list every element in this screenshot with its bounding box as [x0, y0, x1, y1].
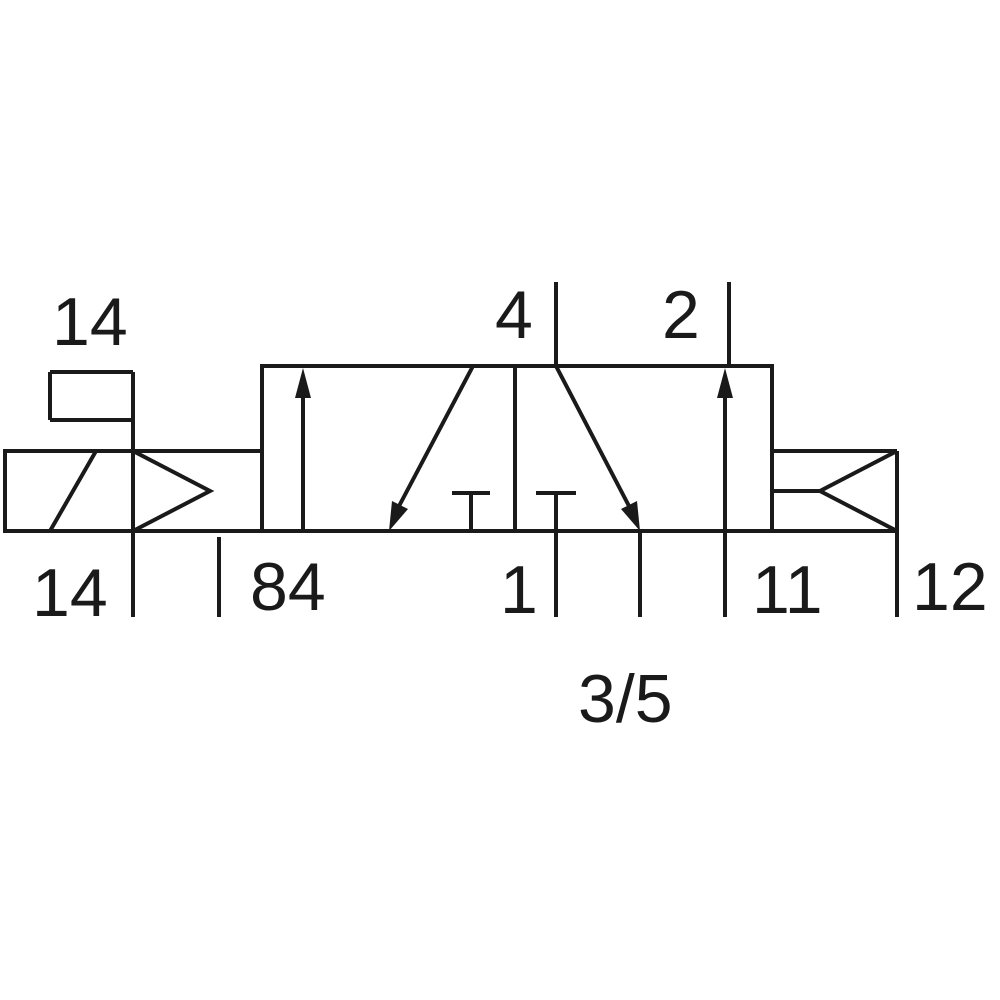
solenoid-actuator [3, 372, 135, 533]
flow-arrow-diagonal-left [389, 365, 475, 531]
blocked-port-symbol-right [536, 491, 576, 531]
flow-arrow-up-left [295, 368, 311, 531]
label-port-2: 2 [662, 277, 700, 353]
pilot-actuator-left [132, 449, 262, 533]
valve-body [260, 364, 774, 533]
label-exhaust-3-5: 3/5 [578, 661, 673, 737]
blocked-port-symbol-left [452, 491, 490, 531]
flow-arrow-diagonal-right [554, 365, 640, 531]
label-pilot-84: 84 [250, 549, 326, 625]
label-pilot-12: 12 [912, 549, 988, 625]
label-port-4: 4 [495, 277, 533, 353]
port-lines-bottom [131, 531, 899, 617]
manual-override-symbol [48, 370, 133, 422]
label-pilot-11: 11 [752, 552, 823, 628]
pilot-actuator-right [772, 449, 899, 533]
label-manual-override-14: 14 [52, 284, 128, 360]
port-lines-top [554, 282, 731, 366]
flow-arrow-up-right [717, 368, 733, 531]
label-port-1: 1 [500, 552, 538, 628]
label-solenoid-14: 14 [32, 555, 108, 631]
